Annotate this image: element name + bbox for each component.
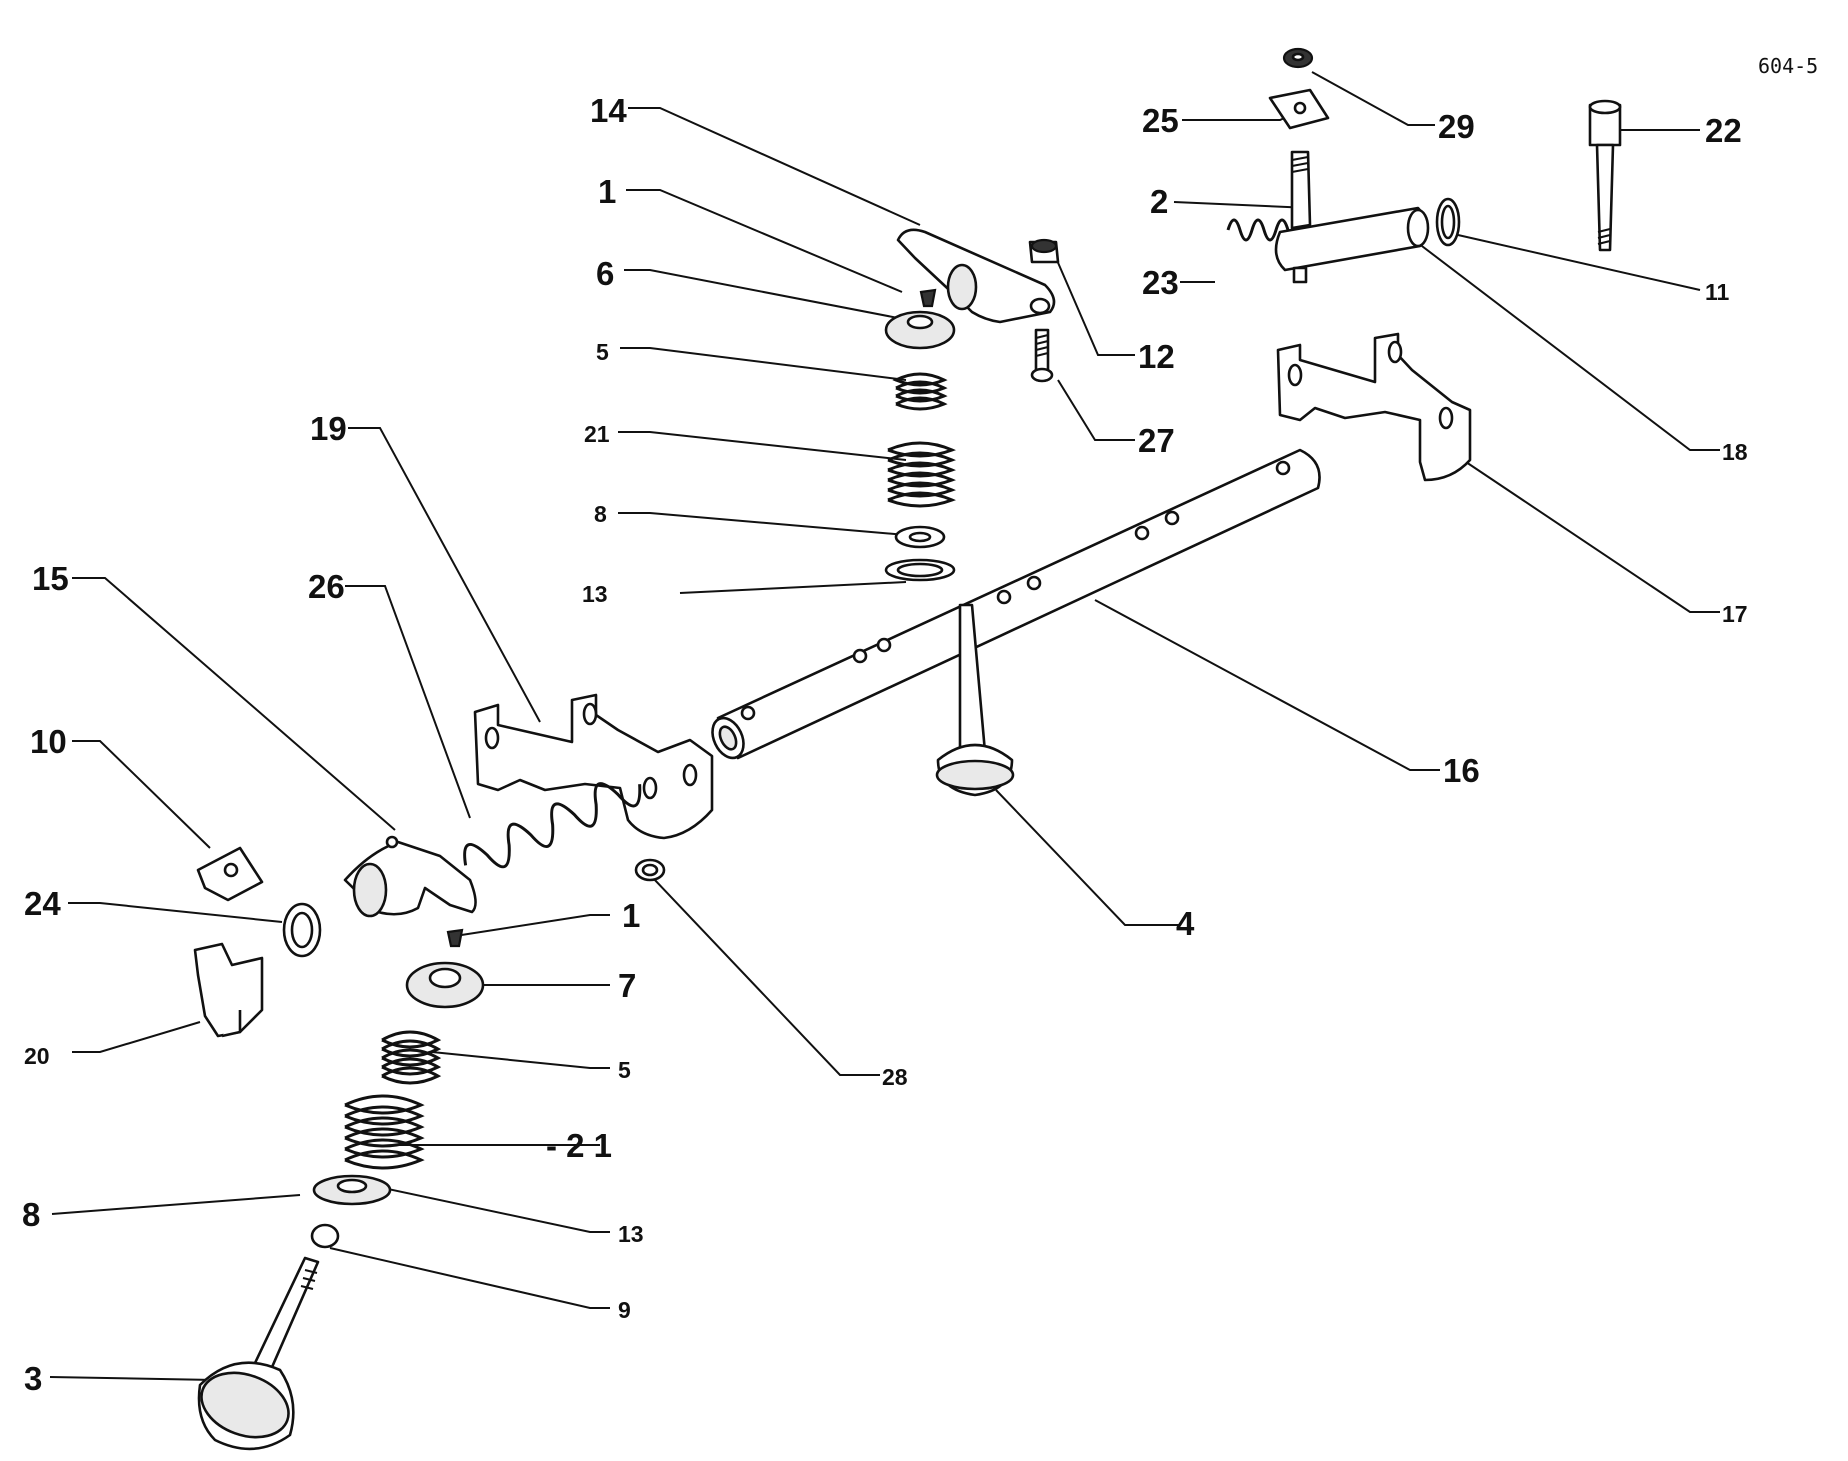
callout-14: 14 bbox=[590, 92, 627, 129]
seal-ring bbox=[282, 902, 322, 958]
callout-4: 4 bbox=[1176, 905, 1195, 942]
valve-upper bbox=[935, 603, 1015, 797]
callout-15: 15 bbox=[32, 560, 69, 597]
stud bbox=[1588, 99, 1622, 252]
callout-21-upper: 21 bbox=[584, 421, 610, 447]
leader-lines bbox=[49, 71, 1720, 1381]
callout-6: 6 bbox=[596, 255, 614, 292]
callout-5-lower: 5 bbox=[618, 1057, 631, 1083]
callout-26: 26 bbox=[308, 568, 345, 605]
valve-lower bbox=[197, 1256, 320, 1451]
callout-2: 2 bbox=[1150, 183, 1168, 220]
rocker-bracket-left bbox=[473, 693, 714, 840]
valve-spring-stack-upper bbox=[884, 288, 956, 582]
callout-23: 23 bbox=[1142, 264, 1179, 301]
rocker-pivot-assembly-right bbox=[1226, 47, 1461, 284]
spring-lower-left bbox=[463, 782, 642, 869]
callout-labels: 14 1 6 5 21 8 13 19 15 26 10 24 20 25 29… bbox=[22, 92, 1748, 1397]
callout-24: 24 bbox=[24, 885, 61, 922]
callout-10: 10 bbox=[30, 723, 67, 760]
callout-3: 3 bbox=[24, 1360, 42, 1397]
callout-22: 22 bbox=[1705, 112, 1742, 149]
rocker-arm-upper bbox=[896, 228, 1056, 324]
callout-18: 18 bbox=[1722, 439, 1748, 465]
rocker-shaft bbox=[711, 448, 1321, 760]
callout-8-upper: 8 bbox=[594, 501, 607, 527]
callout-27: 27 bbox=[1138, 422, 1175, 459]
rocker-arm-lower bbox=[343, 835, 477, 918]
callout-21-lower: - 2 1 bbox=[546, 1127, 612, 1164]
callout-8-lower: 13 bbox=[618, 1221, 644, 1247]
adjuster-nut-and-screw bbox=[1028, 238, 1060, 383]
callout-25: 25 bbox=[1142, 102, 1179, 139]
callout-13-lower: 8 bbox=[22, 1196, 40, 1233]
callout-13-upper: 13 bbox=[582, 581, 608, 607]
callout-11: 11 bbox=[1705, 279, 1730, 305]
callout-28: 28 bbox=[882, 1064, 908, 1090]
clamp bbox=[196, 846, 264, 902]
drawing-reference: 604-5 bbox=[1758, 54, 1818, 78]
callout-1-lower: 1 bbox=[622, 897, 640, 934]
callout-1-upper: 1 bbox=[598, 173, 616, 210]
callout-7: 7 bbox=[618, 967, 636, 1004]
callout-9: 9 bbox=[618, 1297, 631, 1323]
rocker-bracket-right bbox=[1276, 332, 1472, 482]
callout-5-upper: 5 bbox=[596, 339, 609, 365]
callout-19: 19 bbox=[310, 410, 347, 447]
callout-20: 20 bbox=[24, 1043, 50, 1069]
callout-17: 17 bbox=[1722, 601, 1748, 627]
callout-12: 12 bbox=[1138, 338, 1175, 375]
callout-29: 29 bbox=[1438, 108, 1475, 145]
washer bbox=[634, 858, 666, 882]
callout-16: 16 bbox=[1443, 752, 1480, 789]
valve-spring-stack-lower bbox=[310, 928, 485, 1249]
support-bracket bbox=[193, 942, 264, 1038]
